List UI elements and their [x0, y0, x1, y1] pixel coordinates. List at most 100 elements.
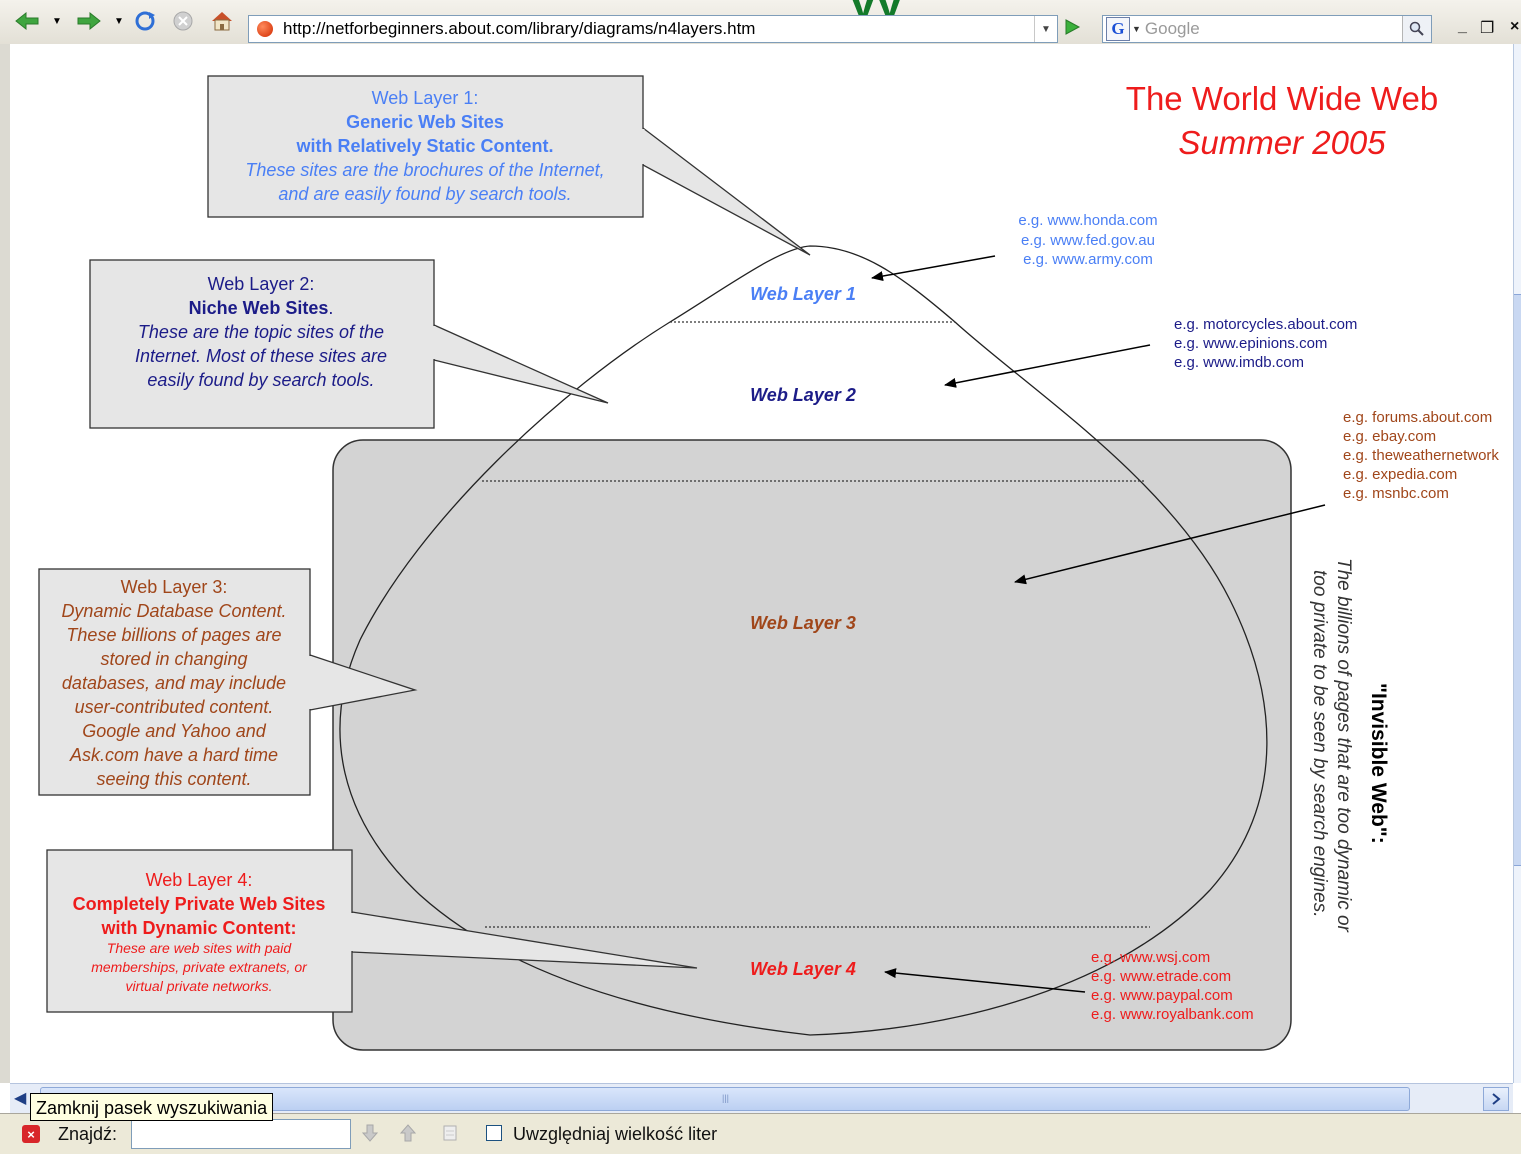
callout1-line4: These sites are the brochures of the Int…: [245, 160, 604, 180]
callout2-line5: easily found by search tools.: [147, 370, 374, 390]
diagram-title: The World Wide Web: [1126, 80, 1438, 117]
close-find-bar-button[interactable]: ×: [22, 1125, 40, 1143]
callout2-line2: Niche Web Sites: [189, 298, 329, 318]
callout3-line4: stored in changing: [100, 649, 247, 669]
callout3-line2: Dynamic Database Content.: [61, 601, 286, 621]
match-case-checkbox[interactable]: [486, 1125, 502, 1141]
example-1-3: e.g. www.army.com: [1023, 251, 1153, 268]
site-favicon-icon: [257, 21, 273, 37]
highlight-all-button[interactable]: [442, 1124, 458, 1147]
home-button[interactable]: [210, 10, 234, 32]
callout1-line1: Web Layer 1:: [372, 88, 479, 108]
example-4-1: e.g. www.wsj.com: [1091, 949, 1210, 966]
home-icon: [212, 12, 232, 31]
callout2-line3: These are the topic sites of the: [138, 322, 384, 342]
vertical-scrollbar[interactable]: [1513, 44, 1521, 1083]
callout4-line4: These are web sites with paid: [107, 940, 293, 956]
arrow-layer4: [884, 968, 1086, 993]
example-4-2: e.g. www.etrade.com: [1091, 968, 1231, 985]
callout4-box: [46, 849, 353, 1013]
callout3-line9: seeing this content.: [96, 769, 251, 789]
address-bar[interactable]: http://netforbeginners.about.com/library…: [248, 15, 1058, 43]
callout1-box: [207, 75, 644, 218]
callout3-line6: user-contributed content.: [75, 697, 274, 717]
forward-dropdown-icon[interactable]: ▼: [114, 15, 124, 27]
close-window-button[interactable]: ×: [1510, 18, 1520, 35]
example-2-2: e.g. www.epinions.com: [1174, 335, 1327, 352]
match-case-label[interactable]: Uwzględniaj wielkość liter: [513, 1124, 718, 1144]
scroll-grip-icon: |||: [722, 1093, 730, 1103]
example-3-3: e.g. theweathernetwork: [1343, 447, 1499, 464]
arrow-down-icon: [361, 1124, 379, 1142]
example-3-5: e.g. msnbc.com: [1343, 485, 1449, 502]
search-engine-dropdown-icon[interactable]: ▼: [1132, 24, 1141, 34]
search-input[interactable]: Google: [1144, 19, 1200, 38]
scroll-left-arrow-icon[interactable]: ◀: [14, 1090, 27, 1107]
address-url[interactable]: http://netforbeginners.about.com/library…: [283, 19, 756, 38]
callout1-line5: and are easily found by search tools.: [278, 184, 571, 204]
vertical-scroll-thumb[interactable]: [1514, 294, 1521, 866]
restore-button[interactable]: ❐: [1480, 20, 1495, 37]
invisible-web-box: [332, 439, 1292, 1051]
back-button[interactable]: [14, 10, 40, 32]
back-dropdown-icon[interactable]: ▼: [52, 15, 62, 27]
example-3-1: e.g. forums.about.com: [1343, 409, 1492, 426]
callout3-text: Web Layer 3: Dynamic Database Content. T…: [61, 577, 286, 789]
page-content: The World Wide Web Summer 2005 Web Layer…: [10, 44, 1513, 1083]
examples-layer4: e.g. www.wsj.com e.g. www.etrade.com e.g…: [1091, 949, 1254, 1023]
layer2-label: Web Layer 2: [750, 385, 856, 405]
chevron-right-icon: [1492, 1093, 1501, 1105]
example-1-2: e.g. www.fed.gov.au: [1021, 232, 1155, 249]
example-2-1: e.g. motorcycles.about.com: [1174, 316, 1357, 333]
callout4-line1: Web Layer 4:: [146, 870, 253, 890]
scroll-right-button[interactable]: [1483, 1087, 1509, 1111]
reload-button[interactable]: [134, 10, 156, 32]
diagram-subtitle: Summer 2005: [1178, 124, 1386, 161]
browser-toolbar: yy ▼ ▼ http://netforbeginners.about.com/…: [0, 0, 1521, 45]
callout4-line5: memberships, private extranets, or: [91, 959, 308, 975]
find-bar: × Znajdź: Uwzględniaj wielkość liter: [0, 1113, 1521, 1154]
web-teardrop-outline: [339, 245, 1268, 1036]
go-button[interactable]: [1062, 17, 1082, 42]
callout1-text: Web Layer 1: Generic Web Sites with Rela…: [245, 88, 604, 204]
layer3-label: Web Layer 3: [750, 613, 856, 633]
forward-button[interactable]: [76, 10, 102, 32]
web-layers-diagram: The World Wide Web Summer 2005 Web Layer…: [38, 75, 1499, 1051]
stop-icon: [173, 11, 193, 31]
examples-layer2: e.g. motorcycles.about.com e.g. www.epin…: [1174, 316, 1357, 371]
search-button[interactable]: [1402, 16, 1431, 42]
callout2-text: Web Layer 2: Niche Web Sites. These are …: [135, 274, 387, 390]
invisible-web-title: "Invisible Web":: [1367, 683, 1390, 844]
example-3-4: e.g. expedia.com: [1343, 466, 1457, 483]
arrow-layer2: [944, 344, 1151, 388]
minimize-button[interactable]: _: [1458, 18, 1467, 35]
find-previous-button[interactable]: [399, 1124, 417, 1147]
search-box[interactable]: G ▼ Google: [1102, 15, 1432, 43]
example-4-4: e.g. www.royalbank.com: [1091, 1006, 1254, 1023]
callout3-line8: Ask.com have a hard time: [69, 745, 278, 765]
search-engine-icon[interactable]: G: [1106, 17, 1130, 41]
example-2-3: e.g. www.imdb.com: [1174, 354, 1304, 371]
forward-arrow-icon: [77, 11, 101, 31]
find-next-button[interactable]: [361, 1124, 379, 1147]
layer1-label: Web Layer 1: [750, 284, 856, 304]
callout4-line3: with Dynamic Content:: [100, 918, 296, 938]
callout2-box: [89, 259, 435, 429]
examples-layer3: e.g. forums.about.com e.g. ebay.com e.g.…: [1343, 409, 1499, 502]
arrow-layer3: [1014, 504, 1326, 585]
callout3-line5: databases, and may include: [62, 673, 286, 693]
address-dropdown-icon[interactable]: ▼: [1034, 16, 1057, 42]
callout1-line3: with Relatively Static Content.: [295, 136, 553, 156]
callout4-line6: virtual private networks.: [125, 978, 272, 994]
back-arrow-icon: [15, 11, 39, 31]
callout2-pointer: [433, 323, 609, 404]
close-icon: ×: [27, 1126, 35, 1142]
callout2-line4: Internet. Most of these sites are: [135, 346, 387, 366]
magnifier-icon: [1409, 21, 1424, 36]
stop-button[interactable]: [172, 10, 194, 32]
callout3-line1: Web Layer 3:: [121, 577, 228, 597]
highlight-icon: [443, 1125, 457, 1141]
find-input[interactable]: [131, 1119, 351, 1149]
callout1-line2: Generic Web Sites: [346, 112, 504, 132]
example-1-1: e.g. www.honda.com: [1018, 212, 1157, 229]
